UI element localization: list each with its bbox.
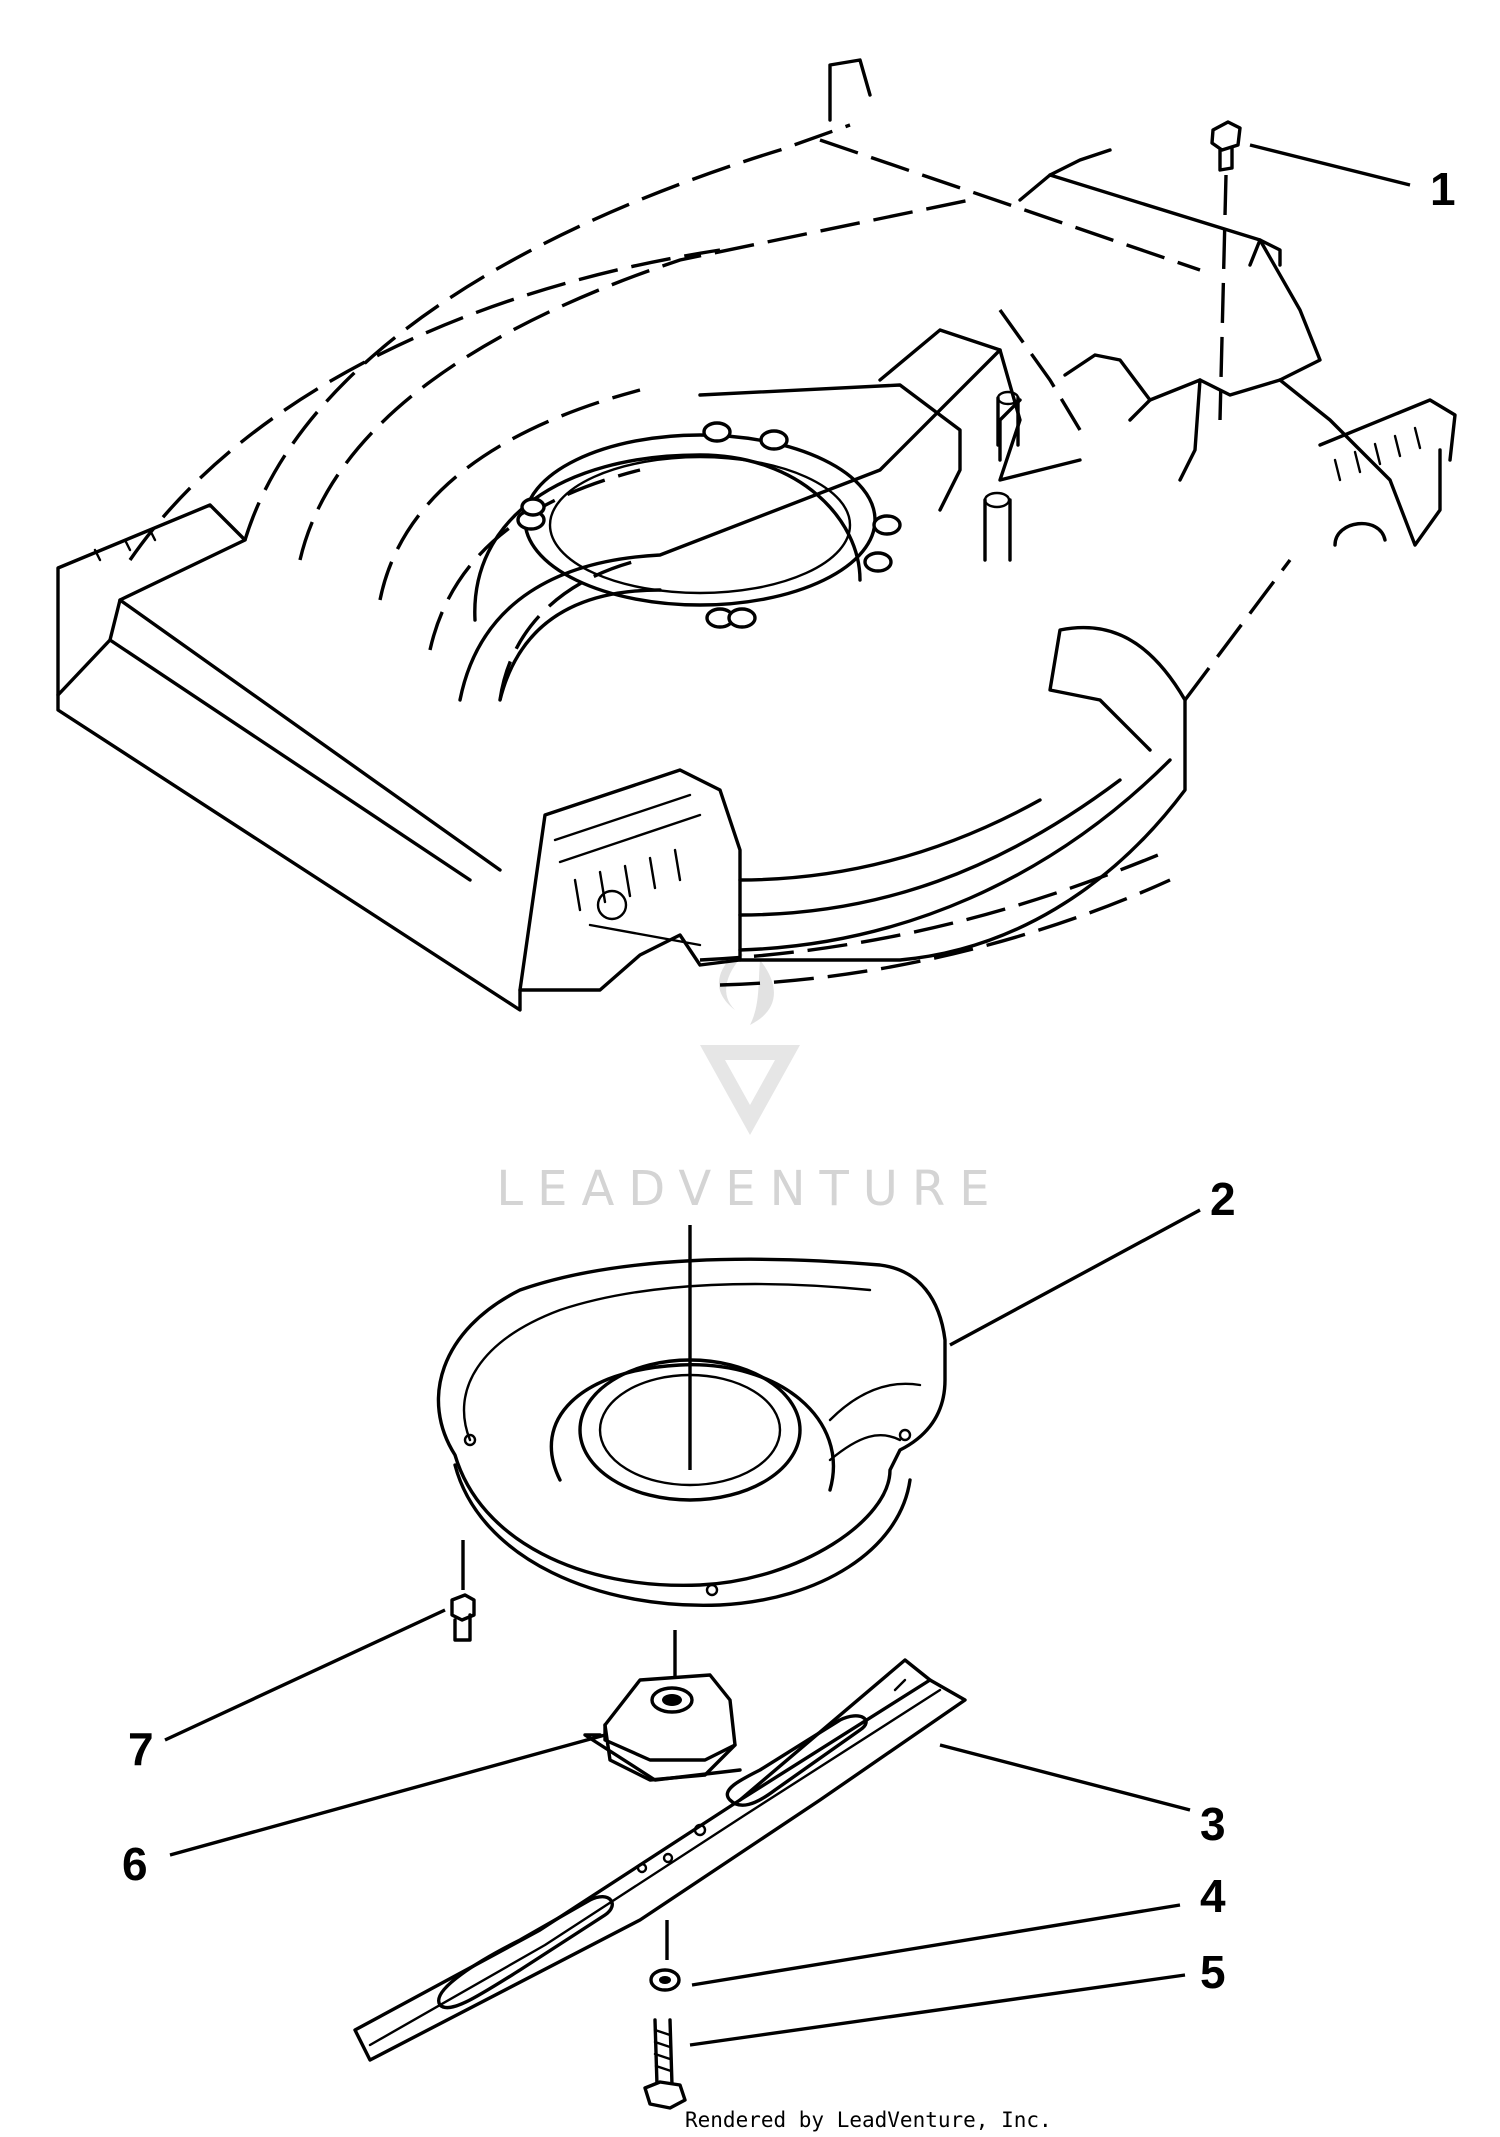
part-5-bolt — [643, 2018, 687, 2110]
credit-text: Rendered by LeadVenture, Inc. — [685, 2108, 1052, 2132]
callout-2: 2 — [1210, 1173, 1236, 1225]
part-3-blade — [353, 1658, 967, 2062]
callout-4: 4 — [1200, 1870, 1226, 1922]
part-4-washer — [649, 1920, 681, 1992]
part-7-bolt — [450, 1540, 476, 1642]
callout-3: 3 — [1200, 1798, 1226, 1850]
leader-line-7 — [164, 1608, 446, 1742]
leader-line-1 — [1249, 143, 1411, 187]
callout-6: 6 — [122, 1838, 148, 1890]
callout-1: 1 — [1430, 163, 1456, 215]
callout-5: 5 — [1200, 1946, 1226, 1998]
leader-line-6 — [169, 1733, 606, 1857]
leader-line-5 — [689, 1973, 1186, 2047]
part-2-baffle — [436, 1225, 947, 1608]
leader-line-2 — [949, 1208, 1201, 1347]
part-1-bolt — [1210, 120, 1242, 421]
leader-line-3 — [939, 1743, 1191, 1812]
mower-deck — [56, 58, 1457, 1012]
part-6-adapter — [583, 1630, 742, 1782]
leader-line-4 — [691, 1903, 1181, 1987]
callout-7: 7 — [128, 1723, 154, 1775]
watermark-logo — [700, 953, 800, 1135]
watermark-text: LEADVENTURE — [496, 1161, 1003, 1217]
